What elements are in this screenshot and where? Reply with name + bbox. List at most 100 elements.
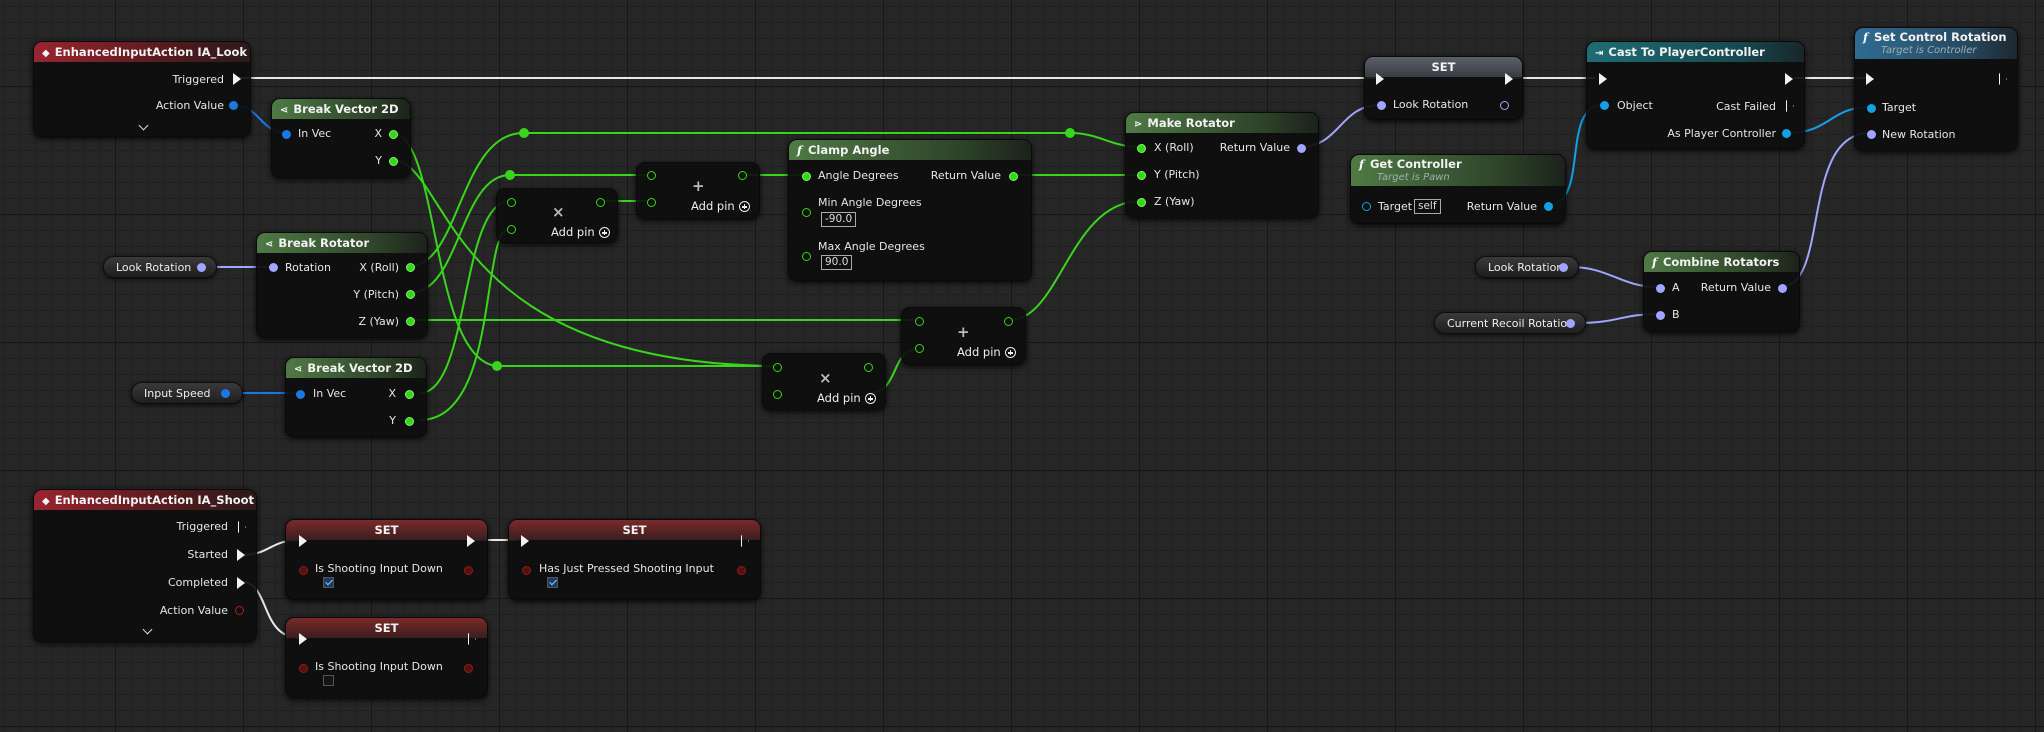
rotator-out-pin[interactable] (1559, 263, 1568, 272)
bool-in-pin[interactable] (299, 566, 308, 575)
has-just-pressed-checkbox[interactable] (547, 577, 558, 588)
exec-out-pin[interactable] (1999, 73, 2007, 85)
exec-out-pin[interactable] (1785, 73, 1793, 85)
add-pin-button[interactable]: Add pin (957, 345, 1016, 359)
is-shooting-checkbox[interactable] (323, 675, 334, 686)
exec-out-pin[interactable] (467, 535, 475, 547)
rotator-in-pin[interactable] (269, 263, 278, 272)
float-in-pin-angle[interactable] (802, 172, 811, 181)
exec-in-pin[interactable] (299, 535, 307, 547)
node-add[interactable]: + Add pin (901, 307, 1026, 365)
bool-in-pin[interactable] (299, 664, 308, 673)
float-in-pin-a[interactable] (507, 198, 516, 207)
chevron-down-icon[interactable] (138, 120, 149, 131)
node-break-vector-2d[interactable]: ⋖Break Vector 2D In Vec X Y (285, 357, 427, 437)
vector-out-pin[interactable] (221, 389, 230, 398)
float-in-pin-pitch[interactable] (1137, 171, 1146, 180)
rotator-out-pin[interactable] (1778, 284, 1787, 293)
add-pin-button[interactable]: Add pin (551, 225, 610, 239)
float-in-pin-a[interactable] (773, 363, 782, 372)
float-out-pin[interactable] (596, 198, 605, 207)
rotator-in-pin-b[interactable] (1656, 311, 1665, 320)
rotator-out-pin[interactable] (1297, 144, 1306, 153)
node-cast-to-playercontroller[interactable]: ⇥Cast To PlayerController Object Cast Fa… (1586, 41, 1805, 149)
float-out-pin-pitch[interactable] (406, 290, 415, 299)
float-out-pin[interactable] (1004, 317, 1013, 326)
variable-current-recoil-rotation[interactable]: Current Recoil Rotation (1434, 312, 1586, 334)
float-out-pin[interactable] (738, 171, 747, 180)
rotator-out-pin[interactable] (1566, 319, 1575, 328)
float-out-pin-y[interactable] (405, 417, 414, 426)
float-out-pin-roll[interactable] (406, 263, 415, 272)
rotator-out-pin[interactable] (197, 263, 206, 272)
add-pin-button[interactable]: Add pin (691, 199, 750, 213)
float-in-pin-b[interactable] (647, 198, 656, 207)
node-set-is-shooting-input-down[interactable]: SET Is Shooting Input Down (285, 617, 488, 698)
float-in-pin-b[interactable] (507, 225, 516, 234)
float-out-pin-x[interactable] (405, 390, 414, 399)
variable-input-speed[interactable]: Input Speed (131, 382, 243, 404)
float-out-pin-x[interactable] (389, 130, 398, 139)
rotator-in-pin-a[interactable] (1656, 284, 1665, 293)
float-in-pin-max[interactable] (802, 252, 811, 261)
exec-out-pin[interactable] (741, 535, 749, 547)
node-multiply[interactable]: × Add pin (496, 188, 618, 243)
float-out-pin[interactable] (864, 363, 873, 372)
exec-out-pin-completed[interactable] (237, 577, 245, 589)
bool-in-pin[interactable] (522, 566, 531, 575)
node-make-rotator[interactable]: ⋗Make Rotator X (Roll) Return Value Y (P… (1125, 112, 1319, 218)
node-ia-look[interactable]: ◆EnhancedInputAction IA_Look Triggered A… (33, 41, 251, 137)
object-in-pin-target[interactable] (1867, 104, 1876, 113)
bool-out-pin[interactable] (464, 566, 473, 575)
exec-out-pin-triggered[interactable] (238, 521, 246, 533)
target-self-field[interactable]: self (1414, 199, 1441, 214)
float-in-pin-a[interactable] (915, 317, 924, 326)
rotator-in-pin-new-rotation[interactable] (1867, 130, 1876, 139)
vector-in-pin[interactable] (282, 130, 291, 139)
exec-in-pin[interactable] (1599, 73, 1607, 85)
node-add[interactable]: + Add pin (636, 162, 760, 219)
float-in-pin-yaw[interactable] (1137, 198, 1146, 207)
exec-out-pin-started[interactable] (237, 549, 245, 561)
node-set-look-rotation[interactable]: SET Look Rotation (1364, 56, 1523, 120)
exec-in-pin[interactable] (1866, 73, 1874, 85)
object-out-pin[interactable] (1544, 202, 1553, 211)
exec-in-pin[interactable] (521, 535, 529, 547)
float-out-pin-y[interactable] (389, 157, 398, 166)
rotator-in-pin[interactable] (1377, 101, 1386, 110)
chevron-down-icon[interactable] (142, 624, 153, 635)
vector-in-pin[interactable] (296, 390, 305, 399)
float-in-pin-min[interactable] (802, 208, 811, 217)
min-angle-input[interactable]: -90.0 (821, 212, 857, 227)
variable-look-rotation[interactable]: Look Rotation (103, 256, 217, 278)
object-in-pin-target[interactable] (1362, 202, 1371, 211)
bool-out-pin-action-value[interactable] (235, 606, 244, 615)
float-in-pin-b[interactable] (915, 344, 924, 353)
add-pin-button[interactable]: Add pin (817, 391, 876, 405)
node-set-is-shooting-input-down[interactable]: SET Is Shooting Input Down (285, 519, 488, 600)
exec-out-pin[interactable] (468, 633, 476, 645)
float-in-pin-b[interactable] (773, 390, 782, 399)
node-ia-shoot[interactable]: ◆EnhancedInputAction IA_Shoot Triggered … (33, 489, 257, 642)
variable-look-rotation[interactable]: Look Rotation (1475, 256, 1579, 278)
exec-out-pin-triggered[interactable] (233, 73, 241, 85)
vector-out-pin-action-value[interactable] (229, 101, 238, 110)
is-shooting-checkbox[interactable] (323, 577, 334, 588)
exec-out-pin[interactable] (1505, 73, 1513, 85)
exec-out-pin-cast-failed[interactable] (1786, 100, 1794, 112)
node-set-has-just-pressed-shooting-input[interactable]: SET Has Just Pressed Shooting Input (508, 519, 761, 600)
float-in-pin-a[interactable] (647, 171, 656, 180)
node-break-rotator[interactable]: ⋖Break Rotator Rotation X (Roll) Y (Pitc… (256, 232, 428, 338)
object-in-pin[interactable] (1600, 101, 1609, 110)
float-in-pin-roll[interactable] (1137, 144, 1146, 153)
max-angle-input[interactable]: 90.0 (821, 255, 853, 270)
bool-out-pin[interactable] (464, 664, 473, 673)
exec-in-pin[interactable] (1376, 73, 1384, 85)
object-out-pin[interactable] (1782, 129, 1791, 138)
float-out-pin-yaw[interactable] (406, 317, 415, 326)
node-multiply[interactable]: × Add pin (762, 353, 886, 410)
